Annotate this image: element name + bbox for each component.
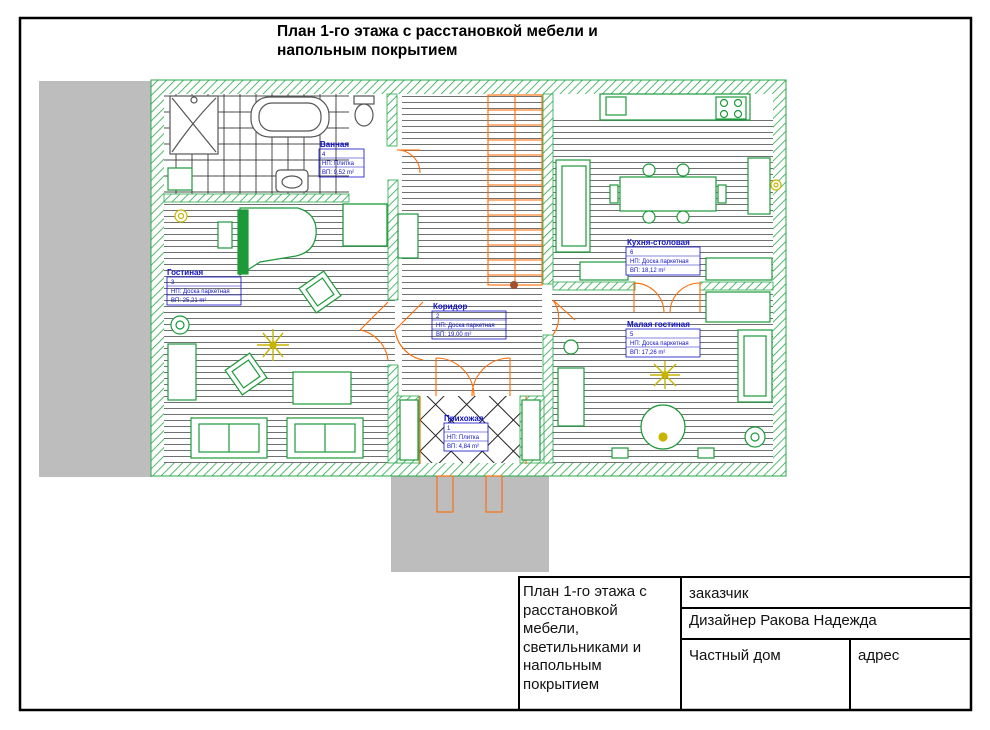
room-floor: НП: Доска паркетная [171, 289, 230, 295]
round-table [611, 404, 715, 459]
room-area: ВП: 25,21 m² [171, 298, 206, 304]
room-floor: НП: Доска паркетная [630, 259, 689, 265]
coffee-table [292, 371, 352, 405]
title-block-description: План 1-го этажа с расстановкой мебели, с… [523, 583, 647, 693]
room-name: Ванная [320, 140, 349, 149]
corridor-lamp [510, 281, 518, 289]
room-tag-bathroom: Ванная 4 НП: Плитка ВП: 9,52 m² [318, 140, 365, 178]
kitchen-counter [599, 93, 751, 121]
washbasin [275, 169, 309, 193]
room-floor: НП: Плитка [447, 435, 480, 441]
small-living-cabinet [705, 291, 771, 323]
room-name: Прихожая [444, 414, 484, 423]
room-tag-small-living: Малая гостиная 5 НП: Доска паркетная ВП:… [625, 320, 701, 358]
kitchen-sofa [555, 159, 591, 253]
room-name: Гостиная [167, 268, 203, 277]
shower-cabin [169, 95, 219, 155]
room-tag-corridor: Коридор 2 НП: Доска паркетная ВП: 19,00 … [431, 302, 507, 340]
title-block-address: адрес [858, 647, 900, 664]
room-area: ВП: 19,00 m² [436, 332, 471, 338]
sheet-border [18, 16, 973, 712]
grand-piano [217, 207, 317, 277]
sconce-living [174, 209, 188, 223]
room-area: ВП: 9,52 m² [322, 170, 354, 176]
wall-corridor-kitchen [542, 93, 554, 285]
armchair-1 [298, 270, 342, 314]
sheet-title: План 1-го этажа с расстановкой мебели и … [277, 23, 598, 59]
wall-kitchen-small-living-r [699, 281, 774, 291]
plant-living [170, 315, 190, 335]
armchair-2 [224, 352, 268, 396]
title-block-object: Частный дом [689, 647, 781, 664]
hall-cabinet-left [399, 399, 419, 461]
corridor-cabinet [397, 213, 419, 259]
room-floor: НП: Плитка [322, 161, 355, 167]
small-living-sofa [737, 329, 773, 403]
sofa-2 [286, 417, 364, 459]
wall-bath-living [163, 193, 350, 203]
plant-small-living [563, 339, 766, 448]
chandelier-living [257, 329, 289, 361]
room-floor: НП: Доска паркетная [436, 323, 495, 329]
sconce-kitchen [770, 179, 782, 191]
terrace-left [39, 81, 152, 477]
room-area: ВП: 18,12 m² [630, 268, 665, 274]
room-name: Малая гостиная [627, 320, 690, 329]
kitchen-bench-2 [579, 261, 629, 281]
hall-cabinet-right [521, 399, 541, 461]
room-number: 6 [630, 250, 634, 256]
title-block-customer: заказчик [689, 585, 749, 602]
room-tag-kitchen: Кухня-столовая 6 НП: Доска паркетная ВП:… [625, 238, 701, 276]
staircase [487, 94, 543, 286]
room-name: Кухня-столовая [627, 238, 690, 247]
room-number: 1 [447, 426, 451, 432]
living-cabinet [342, 203, 388, 247]
room-tag-hall: Прихожая 1 НП: Плитка ВП: 4,84 m² [443, 414, 489, 452]
room-number: 2 [436, 314, 440, 320]
bathtub [250, 96, 330, 138]
room-number: 5 [630, 332, 634, 338]
dining-table [609, 163, 727, 224]
room-tag-living: Гостиная 3 НП: Доска паркетная ВП: 25,21… [166, 268, 242, 306]
chandelier-small-living [650, 361, 680, 389]
wall-corridor-small-living [542, 334, 554, 464]
wall-living-corridor-top [387, 179, 399, 301]
room-number: 4 [322, 152, 326, 158]
sofa-1 [190, 417, 268, 459]
small-living-sideboard [557, 367, 585, 427]
room-area: ВП: 4,84 m² [447, 444, 479, 450]
room-area: ВП: 17,26 m² [630, 350, 665, 356]
kitchen-fridge [747, 157, 771, 215]
wall-kitchen-small-living [552, 281, 636, 291]
toilet [353, 95, 375, 127]
bath-cabinet [167, 167, 193, 191]
kitchen-bench [705, 257, 773, 281]
wall-bath-right [386, 93, 398, 147]
room-name: Коридор [433, 302, 468, 311]
title-block-designer: Дизайнер Ракова Надежда [689, 612, 877, 629]
room-floor: НП: Доска паркетная [630, 341, 689, 347]
wall-living-corridor-bottom [387, 364, 399, 464]
room-number: 3 [171, 280, 175, 286]
title-block [518, 576, 972, 711]
living-sideboard [167, 343, 197, 401]
terrace-entrance [391, 474, 549, 572]
